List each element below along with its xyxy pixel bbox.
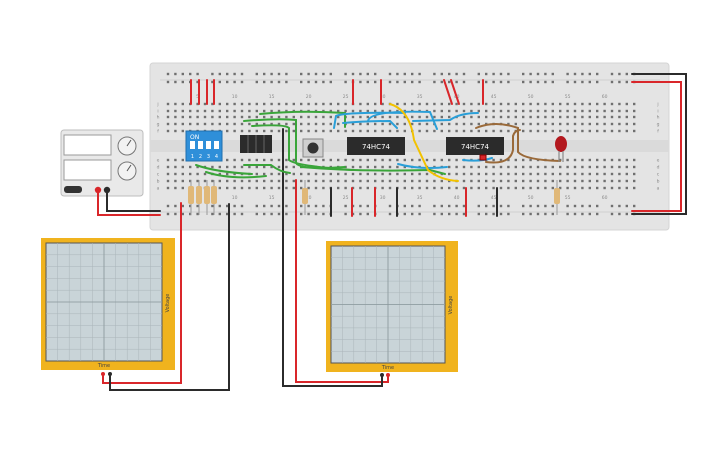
column-number: 20: [306, 195, 312, 201]
oscilloscope-1-y-label: Voltage: [165, 294, 171, 313]
row-letter: b: [657, 179, 660, 185]
dip-switch-position-label: 1: [191, 154, 194, 160]
power-supply[interactable]: [60, 129, 144, 197]
dip-switch-label: ON: [190, 134, 199, 141]
chip-1[interactable]: 74HC74: [347, 137, 405, 155]
resistor-array[interactable]: [240, 135, 272, 153]
row-letter: d: [657, 165, 660, 171]
column-number: 55: [565, 94, 571, 100]
dip-switch-toggle[interactable]: [198, 141, 203, 149]
column-number: 30: [380, 94, 386, 100]
column-number: 35: [417, 94, 423, 100]
oscilloscope-2-y-label: Voltage: [448, 296, 454, 315]
oscilloscope-2-probe-positive[interactable]: [386, 373, 390, 377]
oscilloscope-1[interactable]: Voltage Time: [41, 238, 175, 376]
row-letter: f: [157, 129, 159, 135]
wires: [97, 73, 687, 391]
column-number: 50: [528, 94, 534, 100]
row-letter: e: [157, 159, 160, 164]
dip-switch-toggle[interactable]: [214, 141, 219, 149]
column-number: 60: [602, 195, 608, 201]
resistor-1: [188, 180, 194, 215]
chip-2-label: 74HC74: [461, 143, 490, 151]
column-number: 55: [565, 195, 571, 201]
led[interactable]: [555, 136, 567, 162]
row-letter: i: [157, 109, 158, 115]
row-letter: h: [157, 115, 160, 121]
column-number: 60: [602, 94, 608, 100]
column-number: 35: [417, 195, 423, 201]
oscilloscope-1-probe-positive[interactable]: [101, 372, 105, 376]
column-number: 45: [491, 94, 497, 100]
oscilloscope-2[interactable]: Voltage Time: [326, 241, 458, 377]
column-number: 10: [232, 94, 238, 100]
dip-switch-position-label: 3: [207, 154, 210, 160]
row-letter: b: [157, 179, 160, 185]
row-letter: c: [157, 173, 160, 178]
row-letter: i: [657, 109, 658, 115]
resistor-4: [211, 180, 217, 215]
row-letter: h: [657, 115, 660, 121]
resistor-2: [196, 180, 202, 215]
column-number: 15: [269, 195, 275, 201]
resistor-6: [554, 180, 560, 215]
column-number: 30: [380, 195, 386, 201]
chip-2-selected-pin: [479, 154, 487, 161]
row-letter: c: [657, 173, 660, 178]
row-letter: j: [656, 102, 658, 108]
dip-switch-position-label: 2: [199, 154, 202, 160]
row-letter: d: [157, 165, 160, 171]
column-number: 20: [306, 94, 312, 100]
oscilloscope-1-grid: [46, 243, 162, 361]
column-number: 45: [491, 195, 497, 201]
column-number: 50: [528, 195, 534, 201]
column-number: 10: [232, 195, 238, 201]
column-number: 25: [343, 195, 349, 201]
column-number: 15: [269, 94, 275, 100]
oscilloscope-1-x-label: Time: [97, 363, 110, 369]
column-number: 25: [343, 94, 349, 100]
column-number: 5: [196, 94, 199, 100]
power-switch[interactable]: [64, 186, 82, 193]
resistors[interactable]: [188, 180, 560, 215]
oscilloscope-1-probe-negative[interactable]: [108, 372, 112, 376]
push-button[interactable]: [302, 138, 324, 158]
dip-switch-position-label: 4: [215, 154, 218, 160]
resistor-3: [204, 180, 210, 215]
row-letter: g: [157, 123, 160, 128]
dip-switch-toggle[interactable]: [206, 141, 211, 149]
column-number: 40: [454, 195, 460, 201]
row-letter: a: [157, 187, 160, 192]
dip-switch-toggle[interactable]: [190, 141, 195, 149]
oscilloscope-2-x-label: Time: [381, 365, 394, 371]
row-letter: e: [657, 159, 660, 164]
oscilloscope-2-grid: [331, 246, 445, 363]
oscilloscope-2-probe-negative[interactable]: [380, 373, 384, 377]
row-letter: f: [657, 129, 659, 135]
resistor-5: [302, 180, 308, 215]
row-letter: j: [156, 102, 158, 108]
row-letter: a: [657, 187, 660, 192]
chip-2[interactable]: 74HC74: [446, 137, 504, 161]
chip-1-label: 74HC74: [362, 143, 391, 151]
row-letter: g: [657, 123, 660, 128]
